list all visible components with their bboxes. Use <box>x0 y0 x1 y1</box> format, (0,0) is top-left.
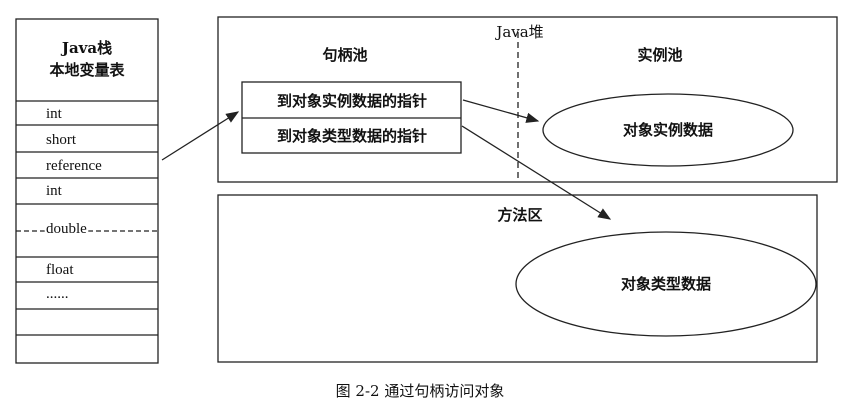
method-area: 方法区 对象类型数据 <box>217 194 818 363</box>
slot-short: short <box>46 132 77 148</box>
type-data-label: 对象类型数据 <box>621 275 711 293</box>
slot-float: float <box>46 262 74 278</box>
java-stack-box <box>15 18 159 364</box>
java-stack-title: Java栈 <box>60 39 112 57</box>
slot-reference: reference <box>46 158 102 174</box>
slot-ellipsis: ...... <box>46 286 69 302</box>
instance-pool-title: 实例池 <box>637 46 682 64</box>
handle-pool-title: 句柄池 <box>322 46 367 64</box>
instance-data-pointer: 到对象实例数据的指针 <box>277 92 427 110</box>
local-variable-table-title: 本地变量表 <box>49 61 125 79</box>
method-area-title: 方法区 <box>497 206 542 224</box>
java-heap: Java堆 句柄池 实例池 到对象实例数据的指针 到对象类型数据的指针 对象实例… <box>217 16 838 183</box>
java-heap-box <box>217 16 838 183</box>
slot-double: double <box>46 221 87 237</box>
reference-to-handle-arrow <box>161 111 240 161</box>
type-data-ellipse <box>515 231 817 337</box>
slot-int-2: int <box>46 183 63 199</box>
method-area-box <box>217 194 818 363</box>
instance-data-label: 对象实例数据 <box>623 121 713 139</box>
handle-to-instance-arrow <box>462 99 540 123</box>
java-heap-title: Java堆 <box>494 23 543 41</box>
figure-caption: 图 2-2 通过句柄访问对象 <box>336 382 505 400</box>
java-stack: Java栈 本地变量表 int short reference int doub… <box>15 18 159 364</box>
slot-int: int <box>46 106 63 122</box>
type-data-pointer: 到对象类型数据的指针 <box>277 127 427 145</box>
handle-to-type-arrow <box>461 125 612 220</box>
instance-data-ellipse <box>542 93 794 167</box>
